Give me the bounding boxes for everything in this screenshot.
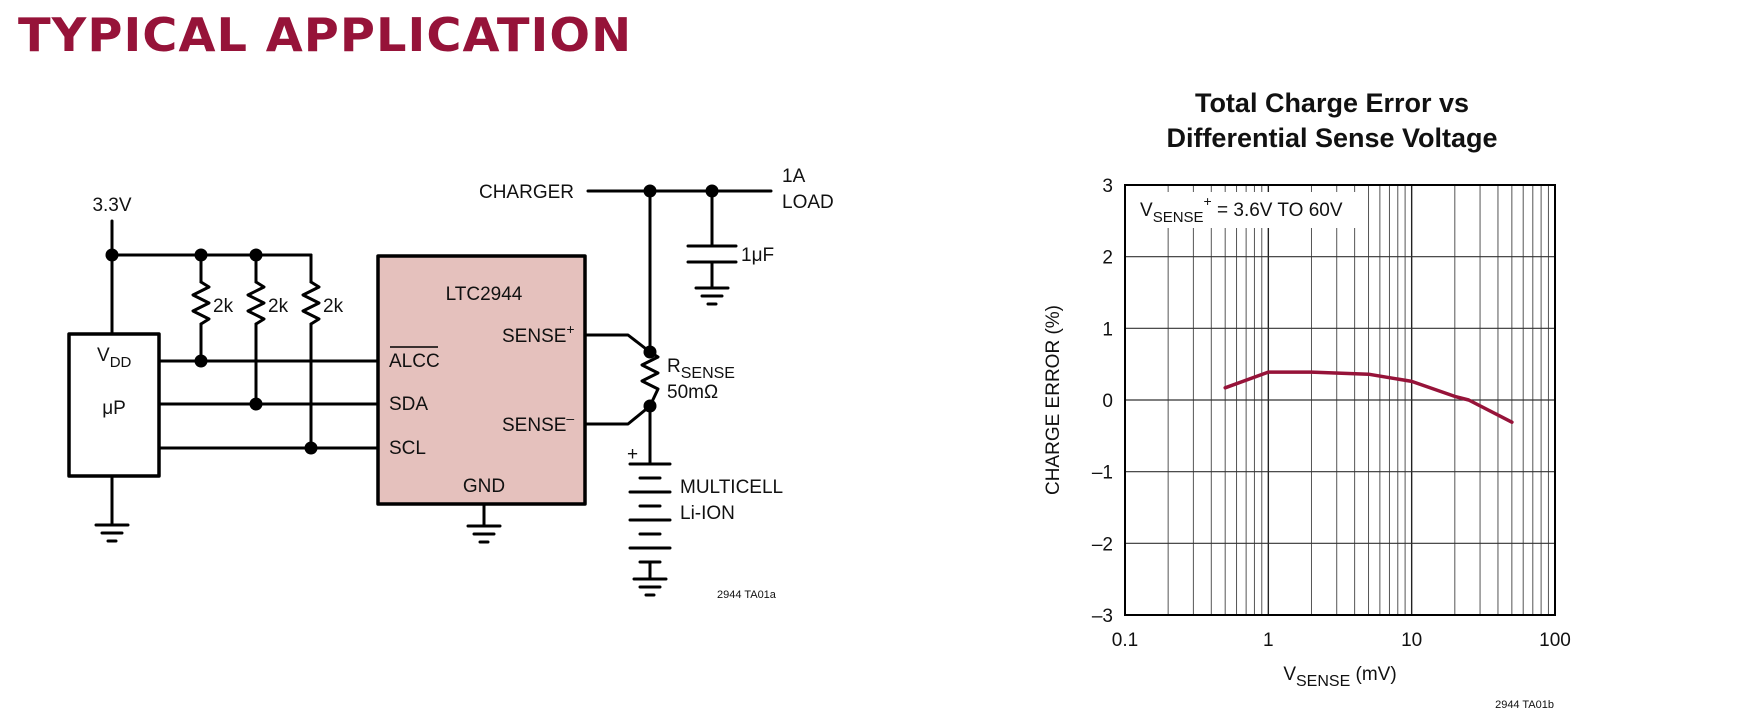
vdd-sub: DD: [110, 354, 132, 371]
x-tick-label: 1: [1263, 630, 1274, 651]
resistor-label: 2k: [213, 296, 234, 317]
junction-dot: [105, 248, 119, 262]
sense-resistor: [640, 350, 660, 408]
annotation-sub: SENSE: [1153, 209, 1204, 226]
charger-label: CHARGER: [479, 182, 574, 203]
vdd-main: V: [97, 345, 110, 366]
series: [1223, 370, 1514, 424]
pin-sense-minus-sup: –: [566, 410, 574, 426]
pin-sense-plus-sup: +: [566, 321, 574, 337]
pin-gnd: GND: [463, 476, 505, 497]
ic-box: [376, 254, 587, 506]
y-axis-label: CHARGE ERROR (%): [1043, 305, 1064, 495]
y-tick-label: 2: [1102, 248, 1113, 269]
up-ground: [94, 474, 130, 543]
junction-dot: [249, 397, 263, 411]
charge-error-curve: [1223, 370, 1514, 424]
sense-plus-wire: [583, 333, 652, 354]
ic-name: LTC2944: [446, 284, 523, 305]
rsense-value: 50mΩ: [667, 382, 718, 403]
y-tick-label: 3: [1102, 176, 1113, 197]
battery-plus: +: [627, 444, 638, 465]
y-tick-label: –1: [1092, 463, 1113, 484]
x-tick-label: 100: [1539, 630, 1571, 651]
x-axis-label-main: V: [1283, 664, 1296, 685]
ic-ground: [466, 502, 502, 544]
sense-minus-wire: [583, 404, 652, 426]
pullup-resistor-1: [191, 253, 211, 363]
chart-subtitle: Differential Sense Voltage: [1166, 123, 1497, 153]
plot-annotation-group: VSENSE+ = 3.6V TO 60V: [1136, 192, 1358, 228]
pin-sda: SDA: [389, 394, 428, 415]
junction-dot: [643, 399, 657, 413]
junction-dot: [194, 354, 208, 368]
junction-dot: [643, 345, 657, 359]
chart-figure-code: 2944 TA01b: [1495, 699, 1554, 711]
pin-sense-plus: SENSE+: [502, 321, 575, 347]
schematic-figure-code: 2944 TA01a: [717, 589, 777, 601]
plot-annotation: VSENSE+ = 3.6V TO 60V: [1140, 193, 1343, 226]
x-tick-label: 10: [1401, 630, 1422, 651]
plot-area-frame: [1124, 184, 1556, 616]
page-title: TYPICAL APPLICATION: [18, 8, 633, 62]
load-label-line2: LOAD: [782, 192, 834, 213]
capacitor: [686, 189, 738, 306]
x-axis-label-unit: (mV): [1350, 664, 1396, 685]
x-tick-label: 0.1: [1112, 630, 1138, 651]
resistor-label: 2k: [323, 296, 344, 317]
junction-dots: [105, 184, 719, 455]
junction-dot: [643, 184, 657, 198]
schematic: [67, 189, 773, 597]
y-tick-label: –3: [1092, 606, 1113, 627]
y-tick-label: 1: [1102, 319, 1113, 340]
battery-label-line2: Li-ION: [680, 503, 735, 524]
rsense-label: RSENSE: [667, 356, 735, 382]
load-label-line1: 1A: [782, 166, 806, 187]
annotation-main: V: [1140, 200, 1153, 221]
junction-dot: [194, 248, 208, 262]
junction-dot: [705, 184, 719, 198]
capacitor-label: 1μF: [741, 245, 774, 266]
grid: [1124, 184, 1556, 616]
annotation-sup: +: [1204, 193, 1212, 209]
pin-alcc: ALCC: [389, 351, 440, 372]
pin-sense-minus: SENSE–: [502, 410, 574, 436]
supply-label: 3.3V: [92, 195, 131, 216]
vdd-label: VDD: [97, 345, 132, 371]
annotation-background: [1136, 192, 1358, 228]
rsense-sub: SENSE: [681, 365, 735, 382]
chart-title: Total Charge Error vs: [1195, 88, 1469, 118]
pin-scl: SCL: [389, 438, 426, 459]
annotation-rest: = 3.6V TO 60V: [1212, 200, 1343, 221]
pullup-resistor-2: [246, 253, 266, 406]
junction-dot: [304, 441, 318, 455]
pin-sense-plus-text: SENSE: [502, 326, 566, 347]
chart: Total Charge Error vs Differential Sense…: [1043, 88, 1571, 711]
pin-sense-minus-text: SENSE: [502, 415, 566, 436]
y-tick-label: 0: [1102, 391, 1113, 412]
y-tick-label: –2: [1092, 534, 1113, 555]
rsense-main: R: [667, 356, 681, 377]
battery: [628, 404, 672, 597]
x-axis-label: VSENSE (mV): [1283, 664, 1396, 690]
resistor-label: 2k: [268, 296, 289, 317]
battery-label-line1: MULTICELL: [680, 477, 783, 498]
junction-dot: [249, 248, 263, 262]
pullup-resistor-3: [301, 253, 321, 450]
x-axis-label-sub: SENSE: [1296, 673, 1350, 690]
up-label: μP: [102, 398, 126, 419]
